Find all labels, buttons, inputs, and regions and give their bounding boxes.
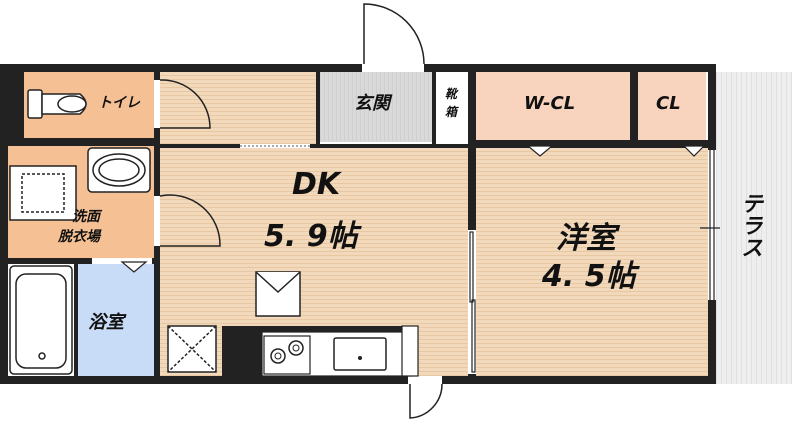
walk-in-closet [476, 72, 630, 140]
wall-toilet-bottom [8, 138, 154, 146]
fridge-fixture [167, 325, 217, 373]
kitchen-counter [222, 325, 419, 377]
toilet-door-gap [154, 80, 160, 128]
label-shoebox-2: 箱 [445, 105, 458, 119]
wall-closet-divider [630, 72, 638, 142]
hall-opening [240, 144, 310, 148]
bathroom-room [78, 264, 154, 376]
wall-wash-bottom [8, 258, 154, 264]
label-dk-size: 5. 9帖 [264, 219, 358, 254]
label-wcl: W-CL [524, 93, 576, 114]
label-entrance: 玄関 [354, 93, 390, 114]
wall-bottom [0, 376, 716, 384]
entrance-room [320, 72, 432, 142]
wall-closet-bottom [476, 140, 708, 148]
toilet-fixture [27, 89, 87, 119]
bath-door-gap [92, 258, 152, 264]
bath-door-marker [120, 261, 148, 273]
closet [638, 72, 706, 140]
washbasin-fixture [87, 147, 151, 193]
western-room [476, 148, 708, 376]
bathtub-fixture [9, 265, 73, 375]
shoe-box [436, 72, 468, 142]
washing-machine-fixture [9, 165, 77, 221]
front-door-swing [363, 3, 425, 65]
wcl-door-marker [526, 145, 554, 157]
back-door-swing [409, 383, 443, 419]
label-bathroom: 浴室 [88, 312, 124, 333]
back-door-gap [408, 376, 442, 384]
wall-hall-bottom [160, 144, 468, 148]
label-cl: CL [656, 93, 681, 114]
terrace-window-gap [708, 150, 716, 300]
cl-door-marker [682, 145, 706, 157]
front-door-gap [362, 64, 424, 72]
label-dk-name: DK [292, 167, 341, 202]
label-washroom-1: 洗面 [72, 209, 100, 225]
wash-door-gap [154, 196, 160, 246]
wall-top [0, 64, 716, 72]
dk-storage-marker [255, 271, 301, 317]
hallway [160, 72, 316, 144]
label-western-size: 4. 5帖 [542, 259, 636, 294]
wall-bath-left [74, 258, 78, 376]
label-terrace: テラス [737, 192, 762, 258]
label-washroom-2: 脱衣場 [58, 229, 100, 245]
sliding-door-2 [471, 299, 476, 373]
label-toilet: トイレ [98, 95, 140, 111]
wall-entrance-left [316, 72, 320, 144]
label-shoebox-1: 靴 [445, 87, 458, 101]
terrace-area [716, 72, 792, 384]
wall-shoebox-left [432, 72, 436, 144]
wall-left [0, 64, 8, 384]
wash-door-swing [159, 194, 221, 247]
label-western-name: 洋室 [556, 221, 616, 256]
wall-toilet-left [8, 72, 24, 146]
toilet-door-swing [159, 79, 211, 129]
